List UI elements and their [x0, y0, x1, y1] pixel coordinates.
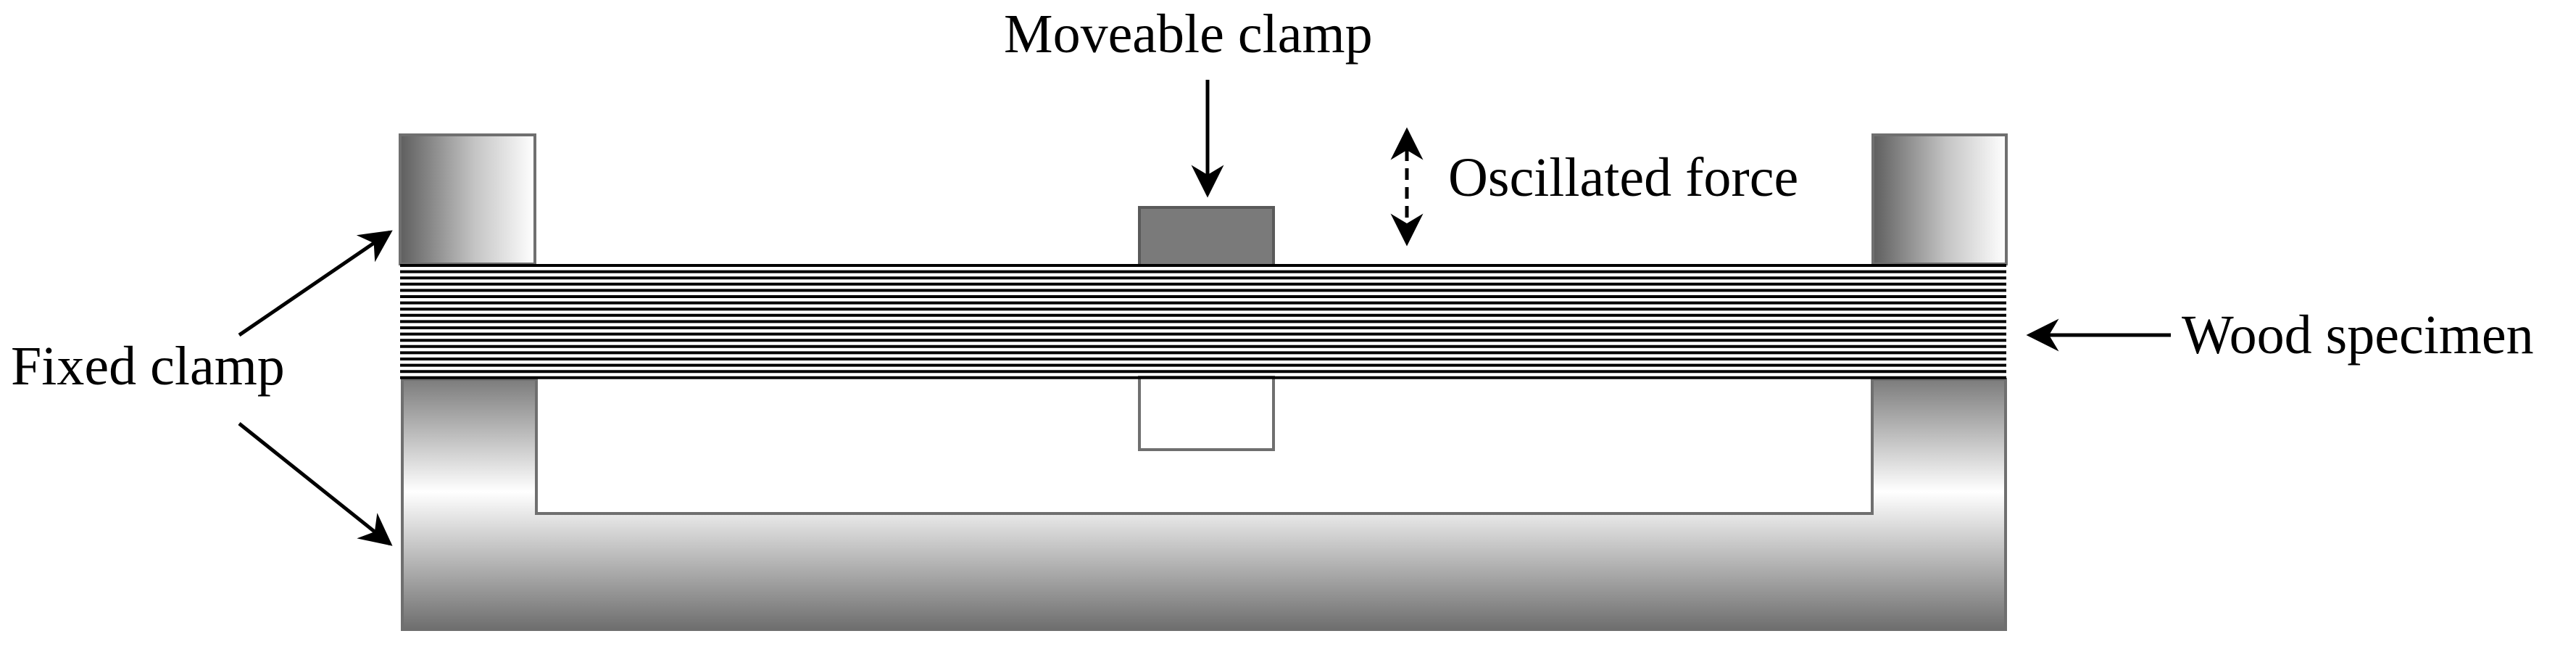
fixed-clamp-base: [401, 378, 2007, 631]
fixed-clamp-label: Fixed clamp: [11, 336, 285, 397]
moveable-clamp-label: Moveable clamp: [1004, 4, 1373, 65]
fixed-clamp-arrow-lower: [238, 422, 393, 546]
fixed-clamp-top-right: [1871, 133, 2008, 265]
fixed-clamp-arrow-upper: [238, 230, 393, 337]
moveable-clamp-bottom: [1138, 376, 1275, 451]
fixed-clamp-top-left: [399, 133, 536, 265]
moveable-clamp-top: [1138, 206, 1275, 267]
oscillated-force-label: Oscillated force: [1448, 147, 1798, 208]
wood-specimen-label: Wood specimen: [2182, 305, 2534, 366]
wood-specimen: [400, 264, 2006, 379]
